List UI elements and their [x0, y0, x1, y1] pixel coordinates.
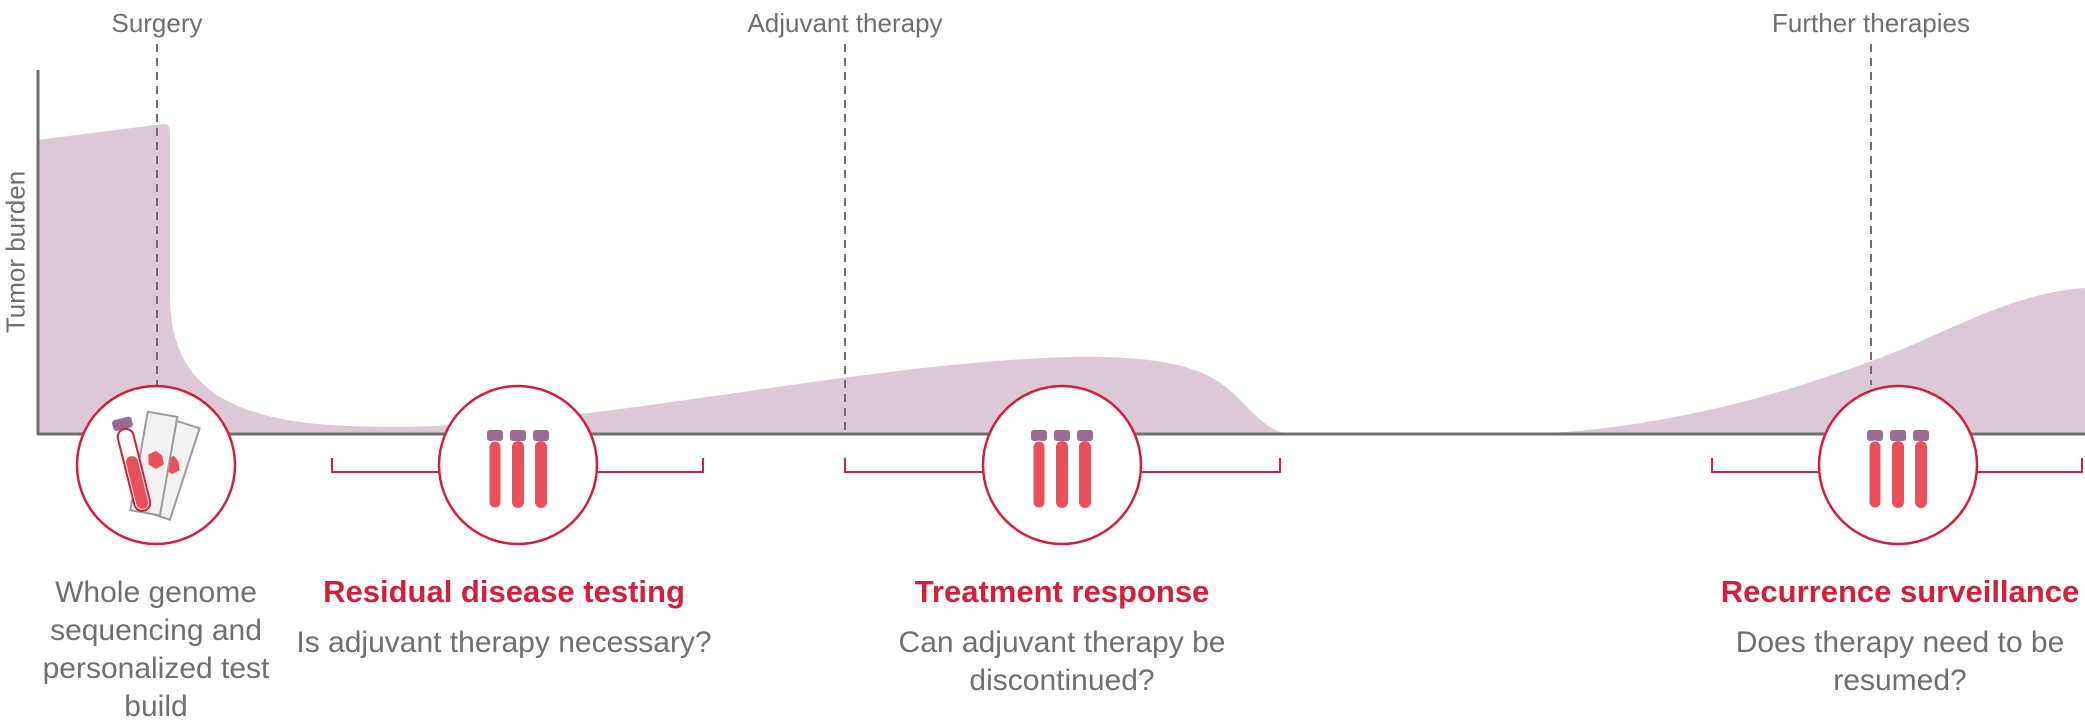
- stage-title-treatment-response: Treatment response: [914, 574, 1210, 609]
- stage-question-recurrence-surveillance: Does therapy need to be resumed?: [1735, 626, 2065, 697]
- blood-tubes-icon: [1817, 384, 1979, 546]
- sample-tubes-and-slides-icon: [75, 384, 237, 546]
- stage-title-recurrence-surveillance: Recurrence surveillance: [1720, 574, 2080, 609]
- stage-question-treatment-response: Can adjuvant therapy be discontinued?: [898, 626, 1226, 697]
- stage-question-residual-disease-testing: Is adjuvant therapy necessary?: [296, 626, 712, 659]
- blood-tubes-icon: [981, 384, 1143, 546]
- tumor-burden-area-recurrence: [1550, 288, 2085, 433]
- phase-label-surgery: Surgery: [111, 8, 203, 38]
- tumor-burden-area: [38, 124, 1285, 433]
- stage-text-whole-genome-sequencing: Whole genome sequencing and personalized…: [42, 576, 270, 723]
- stage-title-residual-disease-testing: Residual disease testing: [323, 574, 685, 609]
- phase-label-further-therapies: Further therapies: [1772, 8, 1970, 38]
- phase-label-adjuvant-therapy: Adjuvant therapy: [747, 8, 943, 38]
- y-axis-label: Tumor burden: [0, 170, 31, 334]
- blood-tubes-icon: [437, 384, 599, 546]
